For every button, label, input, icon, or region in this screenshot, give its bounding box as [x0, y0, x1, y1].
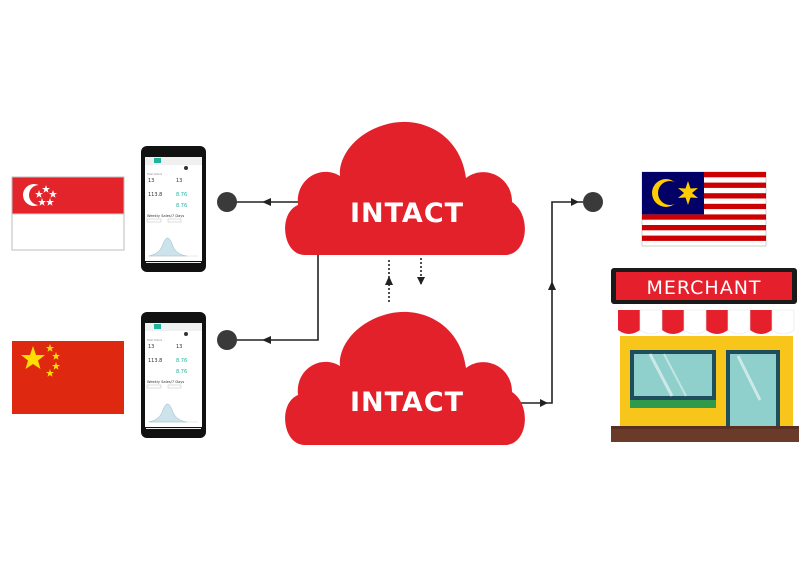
endpoint-node-china — [217, 330, 237, 350]
merchant-sign-label: MERCHANT — [646, 277, 761, 299]
phone-bottom-stat2: 13 — [176, 344, 182, 350]
phone-bottom-stat5: 8.76 — [176, 369, 187, 375]
intact-cloud-top: INTACT — [285, 121, 525, 256]
sync-dotted-lines — [388, 258, 422, 302]
svg-text:Total Orders: Total Orders — [147, 172, 163, 176]
phone-bottom-stat1: 13 — [148, 344, 154, 350]
svg-text:Total Orders: Total Orders — [147, 338, 163, 342]
phone-top-stat2: 13 — [176, 178, 182, 184]
merchant-store: MERCHANT — [611, 268, 799, 442]
endpoint-node-malaysia — [583, 192, 603, 212]
cloud-top-label: INTACT — [350, 198, 464, 229]
china-flag — [12, 341, 124, 414]
phone-bottom-chart-title: Weekly Sales/7 Days — [147, 380, 184, 384]
intact-cloud-bottom: INTACT — [285, 311, 525, 445]
phone-bottom-stat3: 113.8 — [148, 358, 162, 364]
phone-top-chart-title: Weekly Sales/7 Days — [147, 214, 184, 218]
cloud-bottom-label: INTACT — [350, 387, 464, 418]
phone-top-stat4: 8.76 — [176, 192, 187, 198]
sync-arrowheads — [385, 276, 425, 285]
phone-top: Total Orders 13 13 113.8 8.76 8.76 Weekl… — [141, 146, 206, 272]
phone-bottom: Total Orders 13 13 113.8 8.76 8.76 Weekl… — [141, 312, 206, 438]
phone-top-stat5: 8.76 — [176, 203, 187, 209]
singapore-flag — [11, 176, 125, 251]
phone-top-stat3: 113.8 — [148, 192, 162, 198]
phone-top-stat1: 13 — [148, 178, 154, 184]
arrowheads — [262, 198, 579, 407]
endpoint-node-singapore — [217, 192, 237, 212]
malaysia-flag — [641, 171, 767, 247]
phone-bottom-stat4: 8.76 — [176, 358, 187, 364]
